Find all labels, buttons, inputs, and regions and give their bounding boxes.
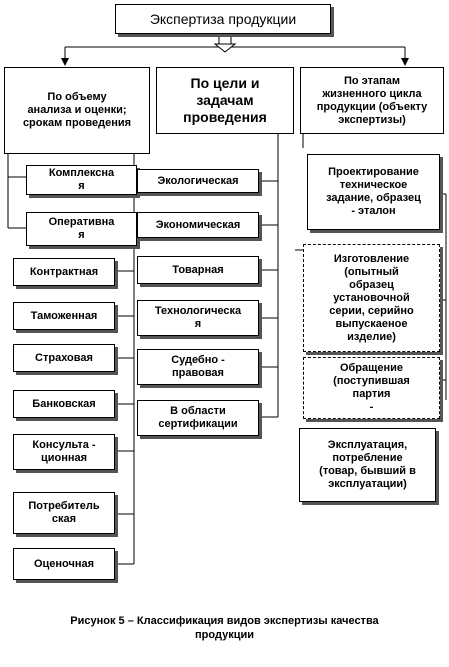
- col2-item-label: Судебно - правовая: [171, 354, 225, 379]
- col2-item-label: Технологическа я: [154, 305, 242, 330]
- col1-item: Комплексна я: [26, 165, 137, 195]
- col3-item-label: Проектирование техническое задание, обра…: [326, 166, 421, 217]
- col2-item: В области сертификации: [137, 400, 259, 436]
- col2-item-label: В области сертификации: [158, 405, 238, 430]
- col1-item-label: Оценочная: [33, 557, 95, 570]
- diagram-title-box: Экспертиза продукции: [115, 4, 331, 34]
- col3-item: Обращение (поступившая партия -: [303, 357, 440, 419]
- col2-item-label: Экономическая: [155, 218, 241, 231]
- col1-item: Оценочная: [13, 548, 115, 580]
- col1-item-label: Потребитель ская: [28, 500, 100, 525]
- col1-item-label: Комплексна я: [48, 167, 115, 192]
- col3-item-label: Обращение (поступившая партия -: [333, 362, 410, 413]
- col1-item: Контрактная: [13, 258, 115, 286]
- col3-item-label: Эксплуатация, потребление (товар, бывший…: [319, 439, 416, 490]
- category-lifecycle: По этапам жизненного цикла продукции (об…: [300, 67, 444, 134]
- col1-item: Потребитель ская: [13, 492, 115, 534]
- col2-item: Технологическа я: [137, 300, 259, 336]
- col1-item-label: Банковская: [32, 397, 96, 410]
- category-scope-timing: По объему анализа и оценки; срокам прове…: [4, 67, 150, 154]
- col3-item: Изготовление (опытный образец установочн…: [303, 244, 440, 352]
- category-label: По цели и задачам проведения: [183, 75, 267, 125]
- col1-item: Оперативна я: [26, 212, 137, 246]
- col1-item-label: Консульта - ционная: [32, 439, 96, 464]
- col2-item: Судебно - правовая: [137, 349, 259, 385]
- col2-item: Экономическая: [137, 212, 259, 238]
- figure-caption: Рисунок 5 – Классификация видов эксперти…: [70, 615, 379, 641]
- col3-item-label: Изготовление (опытный образец установочн…: [329, 252, 414, 343]
- category-goals: По цели и задачам проведения: [156, 67, 294, 134]
- col1-item: Таможенная: [13, 302, 115, 330]
- diagram-title: Экспертиза продукции: [149, 10, 297, 27]
- col1-item: Консульта - ционная: [13, 434, 115, 470]
- col1-item-label: Контрактная: [29, 265, 99, 278]
- col2-item-label: Экологическая: [157, 174, 239, 187]
- col1-item: Страховая: [13, 344, 115, 372]
- category-label: По этапам жизненного цикла продукции (об…: [316, 74, 428, 126]
- category-label: По объему анализа и оценки; срокам прове…: [22, 91, 132, 129]
- col3-item: Проектирование техническое задание, обра…: [307, 154, 440, 230]
- col2-item: Товарная: [137, 256, 259, 284]
- col2-item-label: Товарная: [172, 263, 224, 276]
- col2-item: Экологическая: [137, 169, 259, 193]
- col1-item-label: Страховая: [35, 351, 93, 364]
- col1-item: Банковская: [13, 390, 115, 418]
- col1-item-label: Таможенная: [30, 309, 98, 322]
- col1-item-label: Оперативна я: [48, 216, 115, 241]
- col3-item: Эксплуатация, потребление (товар, бывший…: [299, 428, 436, 502]
